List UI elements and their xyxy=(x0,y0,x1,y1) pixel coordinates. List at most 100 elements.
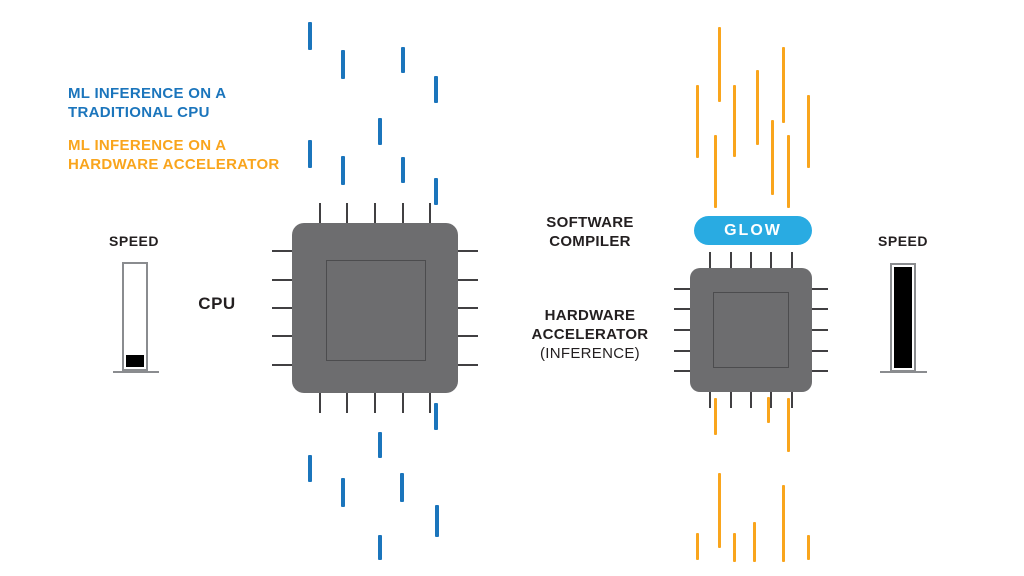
accelerator-speed-fill xyxy=(894,267,912,368)
chip-pin xyxy=(674,349,690,352)
hardware-accelerator-line3: (INFERENCE) xyxy=(540,345,640,362)
chip-pin xyxy=(401,203,404,223)
chip-pin xyxy=(812,370,828,373)
chip-pin xyxy=(729,392,732,408)
accelerator-inference-dash xyxy=(713,135,717,208)
cpu-chip-die xyxy=(326,260,426,361)
hardware-accelerator-line2: ACCELERATOR xyxy=(531,326,649,343)
accelerator-speed-gauge xyxy=(890,263,916,372)
accelerator-inference-dash xyxy=(695,533,699,560)
chip-pin xyxy=(458,335,478,338)
chip-pin xyxy=(674,287,690,290)
legend-item-hardware-accelerator: ML INFERENCE ON A HARDWARE ACCELERATOR xyxy=(68,136,280,174)
accelerator-inference-dash xyxy=(732,533,736,562)
chip-pin xyxy=(750,392,752,408)
legend-item-traditional-cpu: ML INFERENCE ON A TRADITIONAL CPU xyxy=(68,84,280,122)
legend-cpu-line2: TRADITIONAL CPU xyxy=(68,104,210,121)
chip-pin xyxy=(812,329,828,331)
accelerator-inference-dash xyxy=(806,95,810,168)
accelerator-inference-dash xyxy=(781,485,785,562)
cpu-speed-gauge-base xyxy=(113,371,159,373)
cpu-inference-dash xyxy=(401,47,405,73)
cpu-speed-gauge xyxy=(122,262,148,371)
chip-pin xyxy=(272,363,292,366)
software-compiler-line1: SOFTWARE xyxy=(546,214,634,231)
accelerator-inference-dash xyxy=(713,398,717,435)
cpu-speed-label: SPEED xyxy=(109,233,159,249)
chip-pin xyxy=(790,252,793,268)
cpu-inference-dash xyxy=(435,505,439,537)
cpu-chip xyxy=(272,203,478,413)
cpu-speed-gauge-track xyxy=(126,266,144,367)
cpu-inference-dash xyxy=(308,455,312,482)
glow-compiler-pill: GLOW xyxy=(694,216,812,245)
legend: ML INFERENCE ON A TRADITIONAL CPU ML INF… xyxy=(68,84,280,174)
cpu-label: CPU xyxy=(198,294,236,313)
hardware-accelerator-line1: HARDWARE xyxy=(544,307,636,324)
accelerator-speed-gauge-base xyxy=(880,371,927,373)
chip-pin xyxy=(318,393,321,413)
chip-pin xyxy=(812,287,828,290)
cpu-inference-dash xyxy=(434,178,438,205)
chip-pin xyxy=(429,393,432,413)
chip-pin xyxy=(458,307,478,309)
chip-pin xyxy=(458,363,478,366)
accelerator-inference-dash xyxy=(717,473,721,548)
legend-accel-line2: HARDWARE ACCELERATOR xyxy=(68,156,280,173)
chip-pin xyxy=(709,252,712,268)
cpu-inference-dash xyxy=(434,76,438,103)
chip-pin xyxy=(729,252,732,268)
chip-pin xyxy=(272,307,292,309)
cpu-inference-dash xyxy=(401,157,405,183)
chip-pin xyxy=(674,308,690,311)
cpu-inference-dash xyxy=(378,118,382,145)
cpu-inference-dash xyxy=(341,50,345,79)
chip-pin xyxy=(674,370,690,373)
chip-pin xyxy=(812,308,828,311)
chip-pin xyxy=(790,392,793,408)
accelerator-inference-dash xyxy=(766,397,770,423)
accelerator-speed-label: SPEED xyxy=(878,233,928,249)
chip-pin xyxy=(318,203,321,223)
chip-pin xyxy=(770,252,773,268)
accelerator-inference-dash xyxy=(755,70,759,145)
accelerator-inference-dash xyxy=(732,85,736,157)
accelerator-speed-gauge-track xyxy=(894,267,912,368)
chip-pin xyxy=(750,252,752,268)
chip-pin xyxy=(770,392,773,408)
software-compiler-line2: COMPILER xyxy=(549,233,631,250)
cpu-inference-dash xyxy=(434,403,438,430)
cpu-inference-dash xyxy=(308,22,312,50)
chip-pin xyxy=(346,393,349,413)
chip-pin xyxy=(458,250,478,253)
legend-accel-line1: ML INFERENCE ON A xyxy=(68,137,227,154)
cpu-inference-dash xyxy=(308,140,312,168)
cpu-inference-dash xyxy=(378,432,382,458)
cpu-inference-dash xyxy=(341,478,345,507)
cpu-inference-dash xyxy=(378,535,382,560)
chip-pin xyxy=(272,250,292,253)
chip-pin xyxy=(812,349,828,352)
accelerator-inference-dash xyxy=(806,535,810,560)
accelerator-chip-die xyxy=(713,292,789,368)
chip-pin xyxy=(674,329,690,331)
accelerator-inference-dash xyxy=(752,522,756,562)
chip-pin xyxy=(374,393,376,413)
chip-pin xyxy=(272,278,292,281)
accelerator-inference-dash xyxy=(786,135,790,208)
cpu-inference-dash xyxy=(341,156,345,185)
hardware-accelerator-label: HARDWARE ACCELERATOR (INFERENCE) xyxy=(508,306,672,363)
chip-pin xyxy=(374,203,376,223)
chip-pin xyxy=(346,203,349,223)
accelerator-inference-dash xyxy=(717,27,721,102)
chip-pin xyxy=(429,203,432,223)
accelerator-inference-dash xyxy=(786,398,790,452)
chip-pin xyxy=(458,278,478,281)
accelerator-inference-dash xyxy=(695,85,699,158)
cpu-inference-dash xyxy=(400,473,404,502)
chip-pin xyxy=(272,335,292,338)
cpu-speed-fill xyxy=(126,354,144,367)
software-compiler-label: SOFTWARE COMPILER xyxy=(515,213,665,251)
chip-pin xyxy=(709,392,712,408)
